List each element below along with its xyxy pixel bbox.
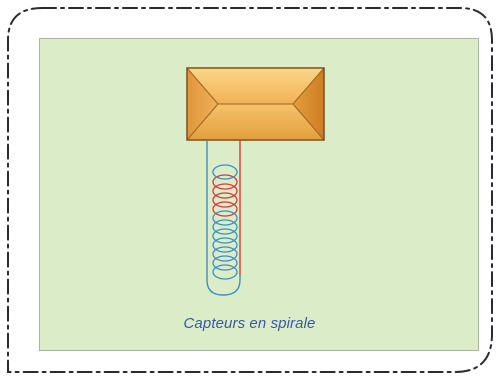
pipe-bottom-bend xyxy=(206,275,241,296)
spiral-collector-icon xyxy=(206,140,241,296)
cold-coils xyxy=(212,164,238,280)
house-roof-icon xyxy=(186,67,325,141)
hot-coils xyxy=(212,174,238,217)
diagram-caption: Capteurs en spirale xyxy=(183,315,316,332)
